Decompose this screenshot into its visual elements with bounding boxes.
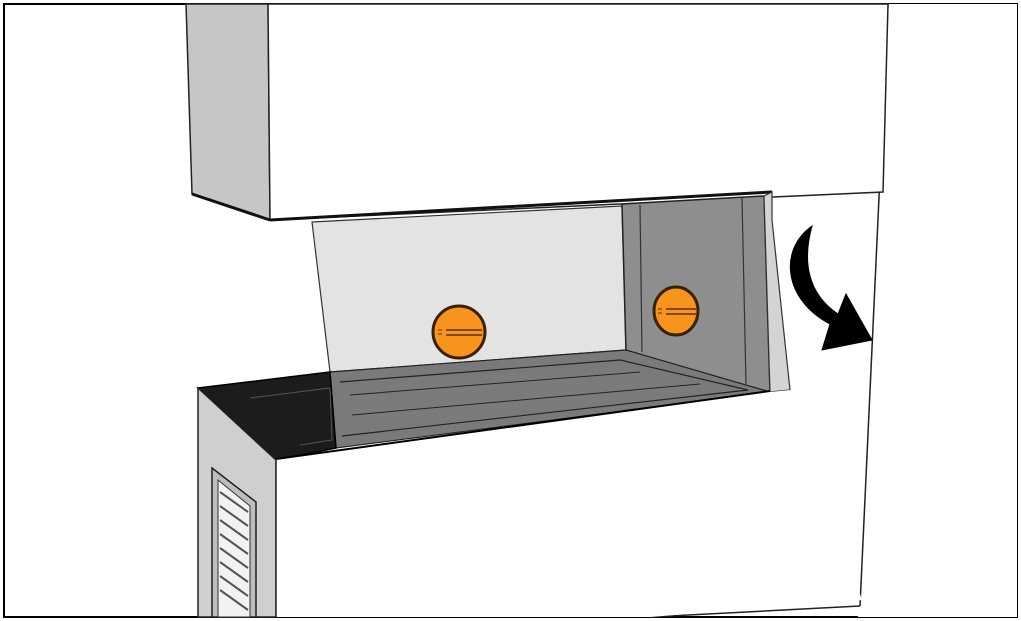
upper-unit	[186, 4, 888, 220]
right-screw	[654, 287, 698, 335]
upper-unit-front	[268, 4, 888, 220]
left-screw	[433, 306, 485, 358]
left-screw-head	[433, 306, 485, 358]
rotation-arrow-icon	[790, 226, 872, 350]
right-screw-head	[654, 287, 698, 335]
upper-unit-side	[186, 4, 270, 220]
